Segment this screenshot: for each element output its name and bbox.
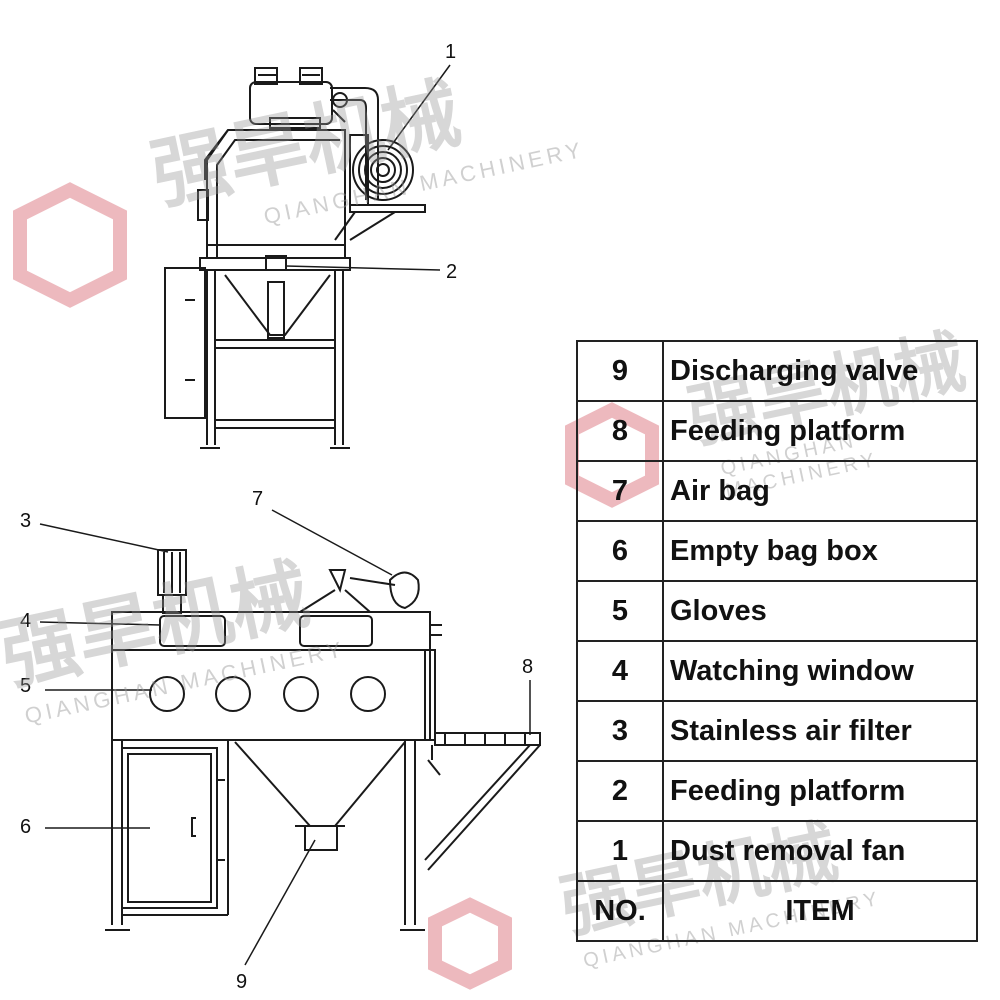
front-elevation-view — [105, 549, 541, 931]
legend-item: Air bag — [662, 460, 978, 522]
legend-no: 7 — [576, 460, 664, 522]
legend-header-item: ITEM — [662, 880, 978, 942]
legend-no: 5 — [576, 580, 664, 642]
legend-item: Empty bag box — [662, 520, 978, 582]
legend-item: Feeding platform — [662, 400, 978, 462]
callout-1: 1 — [445, 41, 456, 63]
callout-7: 7 — [252, 488, 263, 510]
glove-port-4 — [350, 676, 386, 712]
discharging-valve — [304, 825, 338, 851]
legend-no: 6 — [576, 520, 664, 582]
legend-no: 3 — [576, 700, 664, 762]
air-cylinder — [267, 281, 285, 339]
legend-no: 4 — [576, 640, 664, 702]
legend-header-row: NO. ITEM — [576, 880, 978, 942]
legend-item: Stainless air filter — [662, 700, 978, 762]
motor-cap-left — [254, 67, 278, 85]
callout-9: 9 — [236, 971, 247, 993]
legend-row: 4 Watching window — [576, 640, 978, 702]
watching-window-left — [159, 615, 226, 647]
watching-window-right — [299, 615, 373, 647]
legend-row: 8 Feeding platform — [576, 400, 978, 462]
legend-row: 6 Empty bag box — [576, 520, 978, 582]
side-elevation-view — [164, 67, 426, 449]
legend-item: Feeding platform — [662, 760, 978, 822]
callout-6: 6 — [20, 816, 31, 838]
legend-row: 2 Feeding platform — [576, 760, 978, 822]
glove-port-1 — [149, 676, 185, 712]
legend-row: 5 Gloves — [576, 580, 978, 642]
callout-3: 3 — [20, 510, 31, 532]
motor-cap-right — [299, 67, 323, 85]
legend-no: 1 — [576, 820, 664, 882]
legend-header-no: NO. — [576, 880, 664, 942]
watermark-logo-icon — [13, 182, 127, 308]
fan-motor — [249, 81, 333, 125]
legend-no: 9 — [576, 340, 664, 402]
cabinet-body — [111, 649, 431, 741]
legend-item: Dust removal fan — [662, 820, 978, 882]
fan-bracket — [349, 204, 426, 213]
legend-no: 2 — [576, 760, 664, 822]
lower-feeding-platform — [434, 732, 541, 746]
air-bag — [388, 571, 420, 610]
legend-row: 3 Stainless air filter — [576, 700, 978, 762]
legend-row: 9 Discharging valve — [576, 340, 978, 402]
upper-feeding-platform — [199, 257, 351, 271]
duct-pipe — [330, 87, 379, 200]
callout-5: 5 — [20, 675, 31, 697]
glove-port-3 — [283, 676, 319, 712]
glove-port-2 — [215, 676, 251, 712]
watermark-logo-icon — [428, 897, 512, 990]
dust-removal-fan — [349, 134, 414, 206]
legend-row: 1 Dust removal fan — [576, 820, 978, 882]
hopper — [234, 741, 406, 827]
callout-4: 4 — [20, 610, 31, 632]
legend-row: 7 Air bag — [576, 460, 978, 522]
side-box — [164, 267, 206, 419]
parts-legend-table: 9 Discharging valve 8 Feeding platform 7… — [576, 340, 978, 942]
legend-item: Gloves — [662, 580, 978, 642]
legend-item: Watching window — [662, 640, 978, 702]
leader-lines — [39, 64, 531, 966]
legend-item: Discharging valve — [662, 340, 978, 402]
legend-no: 8 — [576, 400, 664, 462]
callout-2: 2 — [446, 261, 457, 283]
callout-8: 8 — [522, 656, 533, 678]
